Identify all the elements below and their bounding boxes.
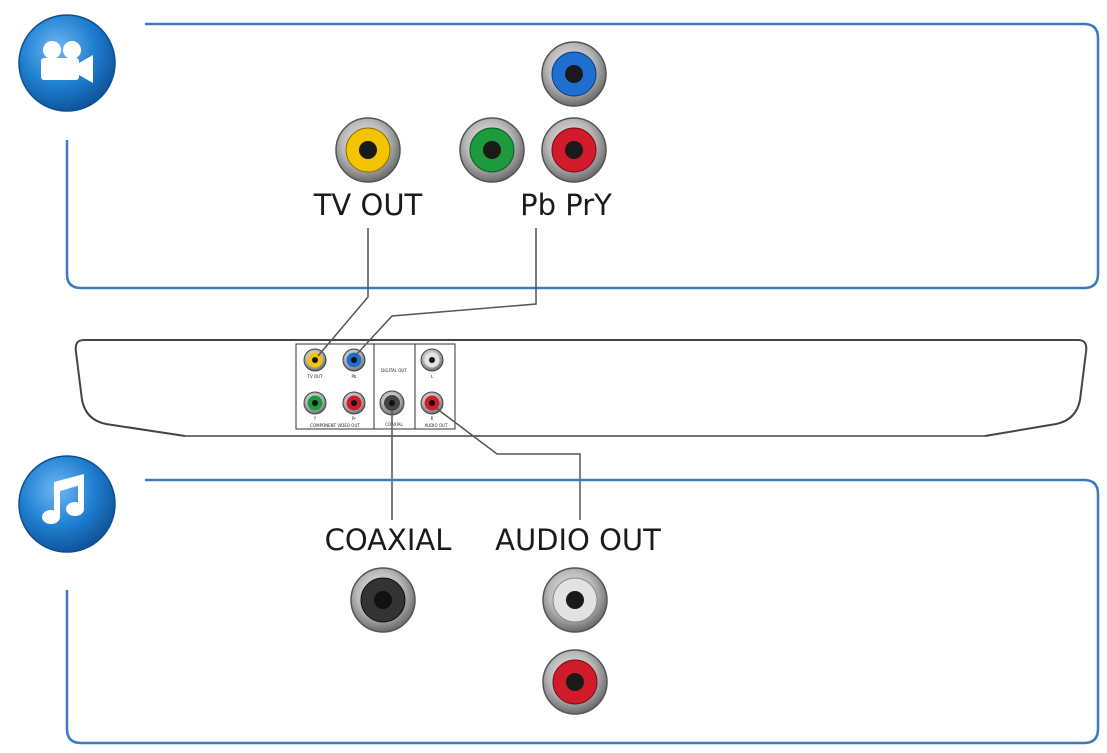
coaxial-connector: [350, 567, 416, 633]
pb-connector: [459, 117, 525, 183]
panel-l-label: L: [431, 374, 434, 379]
panel-y-label: Y: [313, 416, 317, 421]
y-connector: [541, 41, 607, 107]
component-line: [354, 228, 537, 357]
panel-r-label: R: [431, 416, 434, 421]
panel-coaxial-label: COAXIAL: [385, 422, 403, 427]
tv-out-line: [317, 228, 369, 357]
device-rear-panel: [74, 339, 1088, 437]
tv-out-connector: [335, 117, 401, 183]
panel-pr-jack: [342, 391, 366, 415]
video-badge: [16, 12, 118, 114]
panel-pb-label: Pb: [352, 374, 357, 379]
panel-audio-l-jack: [420, 348, 444, 372]
panel-audio-label: AUDIO OUT: [425, 423, 448, 428]
audio-badge: [16, 453, 118, 555]
audio-section-frame: [65, 478, 1100, 745]
video-camera-icon: [41, 41, 93, 83]
component-label: Pb PrY: [520, 188, 612, 222]
tv-out-label: TV OUT: [313, 188, 423, 222]
panel-tv-out-label: TV OUT: [307, 374, 324, 379]
panel-pr-label: Pr: [352, 416, 356, 421]
pr-connector: [541, 117, 607, 183]
panel-jack-group: [295, 343, 456, 430]
panel-y-jack: [303, 391, 327, 415]
panel-pb-jack: [342, 348, 366, 372]
audio-out-r-connector: [542, 649, 608, 715]
callout-lines: [317, 228, 581, 520]
audio-out-l-connector: [542, 567, 608, 633]
audio-out-line: [435, 407, 581, 520]
panel-coaxial-jack: [379, 390, 405, 416]
panel-digital-label: DIGITAL OUT: [381, 368, 407, 373]
panel-tv-out-jack: [303, 348, 327, 372]
coaxial-label: COAXIAL: [325, 523, 452, 557]
music-note-icon: [42, 474, 84, 524]
audio-out-label: AUDIO OUT: [495, 523, 661, 557]
video-section-frame: [65, 22, 1100, 290]
panel-component-label: COMPONENT VIDEO OUT: [310, 423, 360, 428]
